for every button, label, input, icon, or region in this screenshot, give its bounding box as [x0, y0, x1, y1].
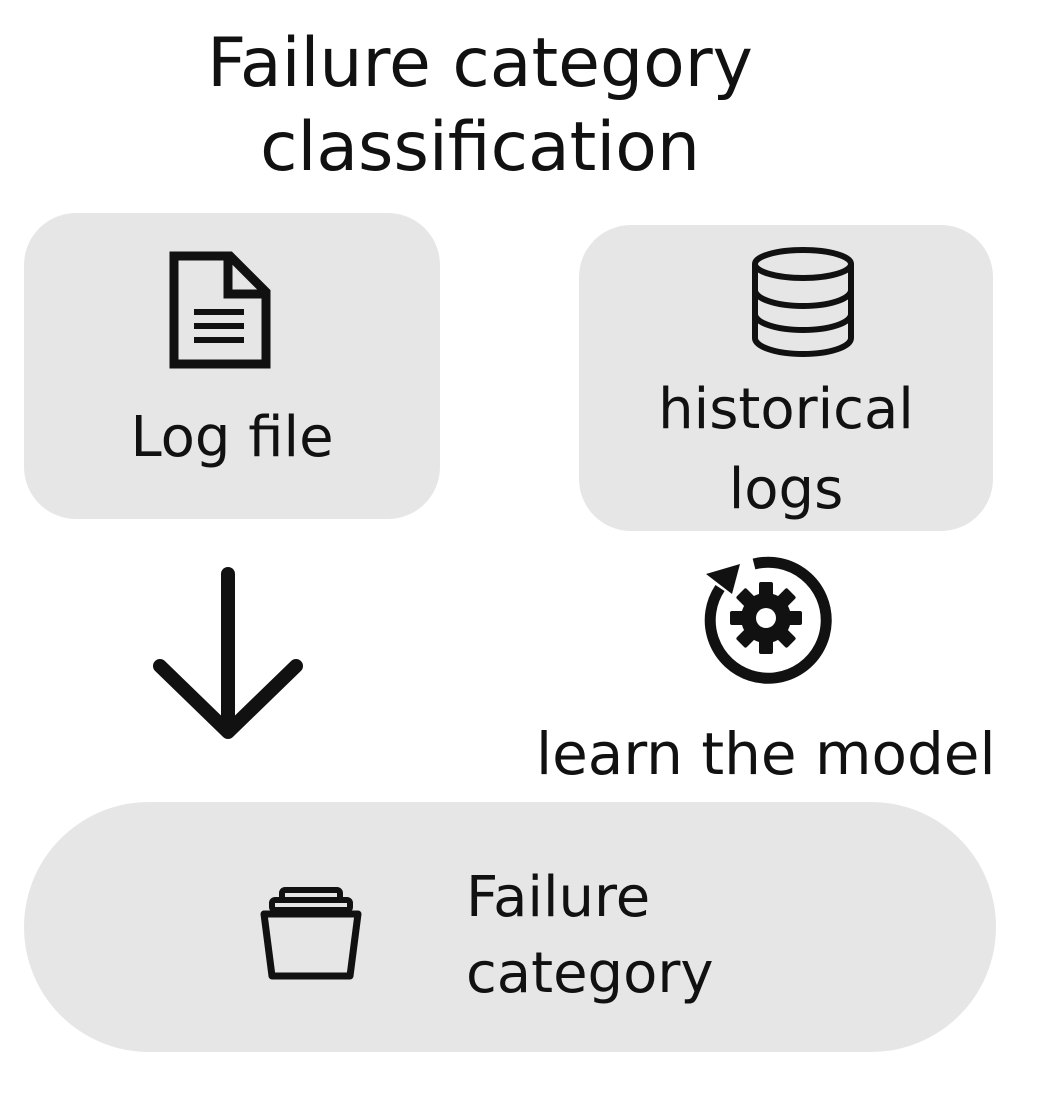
folder-stack-icon — [260, 887, 362, 980]
document-icon — [169, 251, 271, 369]
diagram-title: Failure category classification — [60, 22, 900, 190]
title-line-1: Failure category — [207, 24, 753, 103]
arrow-down-icon — [153, 567, 303, 739]
historical-logs-line-1: historical — [658, 377, 914, 442]
failure-category-line-2: category — [466, 941, 714, 1006]
title-line-2: classification — [260, 108, 700, 187]
failure-category-label: Failure category — [466, 860, 714, 1012]
database-icon — [752, 247, 854, 357]
gear-refresh-icon — [704, 556, 832, 684]
log-file-label: Log file — [130, 405, 334, 470]
historical-logs-line-2: logs — [728, 457, 844, 522]
learn-model-label: learn the model — [536, 720, 996, 788]
historical-logs-label: historical logs — [579, 370, 993, 530]
failure-category-box — [24, 802, 996, 1052]
failure-category-line-1: Failure — [466, 865, 651, 930]
